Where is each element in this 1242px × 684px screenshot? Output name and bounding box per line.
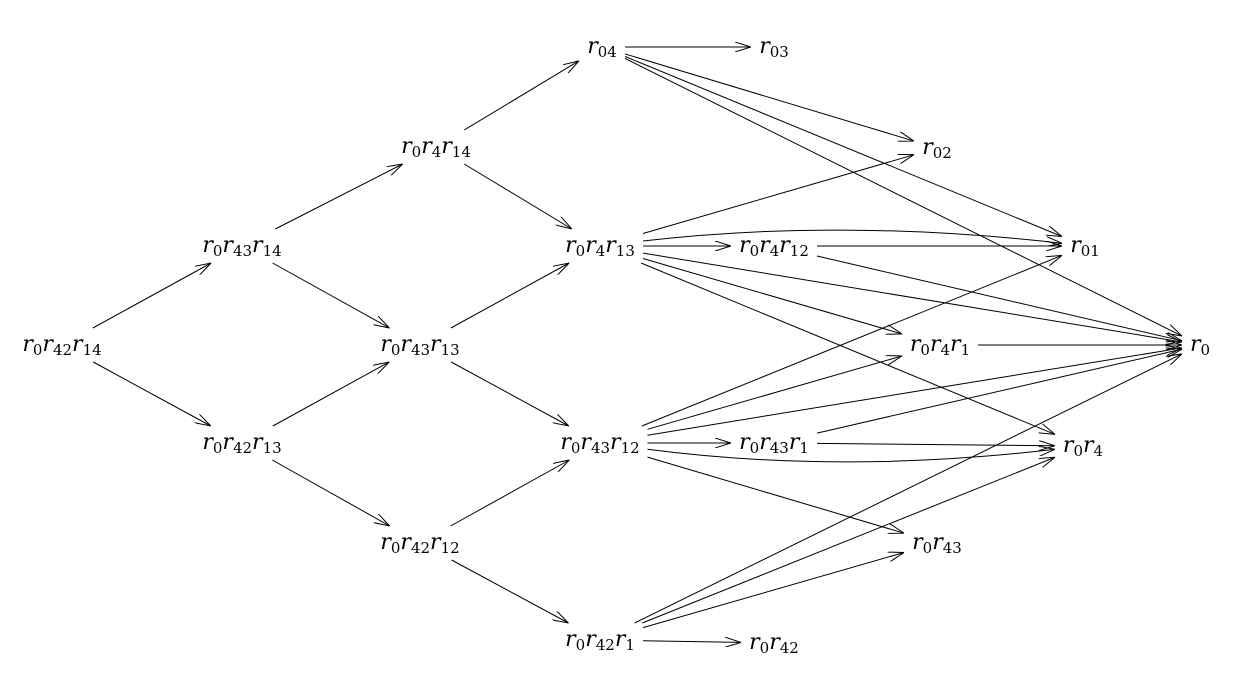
edge-r0r42r13-to-r0r42r12 (272, 459, 389, 526)
node-r0r43r13: r0r43r13 (380, 332, 460, 359)
edge-r0r42r13-to-r0r43r13 (272, 362, 389, 427)
node-r0r42r13: r0r42r13 (202, 430, 282, 457)
edge-r0r43r12-to-r0r4 (647, 449, 1056, 463)
node-r0r43r12: r0r43r12 (560, 430, 640, 457)
edge-r0r43r1-to-r0 (816, 349, 1182, 434)
node-r0r42: r0r42 (749, 630, 799, 657)
edge-r0r43r13-to-r0r43r12 (450, 361, 569, 426)
node-r0: r0 (1189, 332, 1211, 359)
edge-r0r42r1-to-r0r42 (642, 641, 741, 643)
node-r0r43: r0r43 (912, 530, 962, 557)
edge-r0r42r12-to-r0r43r12 (450, 460, 570, 527)
edge-r0r43r12-to-r01 (641, 255, 1062, 427)
node-r0r4r14: r0r4r14 (401, 134, 471, 161)
edge-r0r43r13-to-r0r4r13 (450, 263, 569, 329)
edge-r0r4r13-to-r0r4r1 (642, 258, 902, 334)
node-r0r4r13: r0r4r13 (565, 233, 635, 260)
edge-r0r4r14-to-r0r4r13 (463, 163, 572, 229)
edge-r0r4r13-to-r01 (642, 229, 1062, 243)
edge-r0r42r1-to-r0 (634, 354, 1182, 624)
node-r04: r04 (587, 34, 617, 61)
node-r0r43r1: r0r43r1 (739, 430, 809, 457)
edge-r04-to-r02 (624, 53, 914, 141)
node-r0r42r14: r0r42r14 (22, 332, 102, 359)
edge-r0r42r1-to-r0r43 (642, 552, 904, 629)
edge-r04-to-r0 (624, 58, 1182, 336)
edge-r0r43r14-to-r0r4r14 (275, 164, 402, 230)
edge-r0r43r12-to-r0 (647, 348, 1183, 436)
node-r0r4: r0r4 (1062, 433, 1104, 460)
edge-r0r4r12-to-r0 (816, 255, 1182, 341)
node-r0r4r12: r0r4r12 (739, 233, 809, 260)
node-r0r4r1: r0r4r1 (909, 332, 971, 359)
edge-r0r42r12-to-r0r42r1 (451, 559, 569, 623)
node-r0r42r12: r0r42r12 (380, 530, 460, 557)
node-r01: r01 (1070, 233, 1100, 260)
edge-r0r42r14-to-r0r43r14 (92, 263, 211, 329)
node-r0r42r1: r0r42r1 (565, 627, 635, 654)
edge-r0r4r13-to-r0r4 (640, 262, 1055, 434)
node-r03: r03 (759, 34, 789, 61)
edge-r0r4r13-to-r02 (642, 155, 914, 234)
edge-r0r4r13-to-r0 (642, 252, 1182, 342)
edge-r0r43r12-to-r0r43 (647, 456, 905, 533)
edge-r0r43r1-to-r0r4 (816, 443, 1055, 445)
edge-r04-to-r01 (624, 56, 1062, 236)
edge-r0r43r12-to-r0r4r1 (647, 356, 903, 430)
edge-r0r43r14-to-r0r43r13 (272, 262, 390, 328)
edge-r0r42r14-to-r0r42r13 (92, 361, 211, 426)
node-r0r43r14: r0r43r14 (202, 233, 282, 260)
node-r02: r02 (922, 135, 952, 162)
edge-r0r4r14-to-r04 (463, 61, 579, 131)
edge-r0r42r1-to-r0r4 (642, 457, 1055, 624)
